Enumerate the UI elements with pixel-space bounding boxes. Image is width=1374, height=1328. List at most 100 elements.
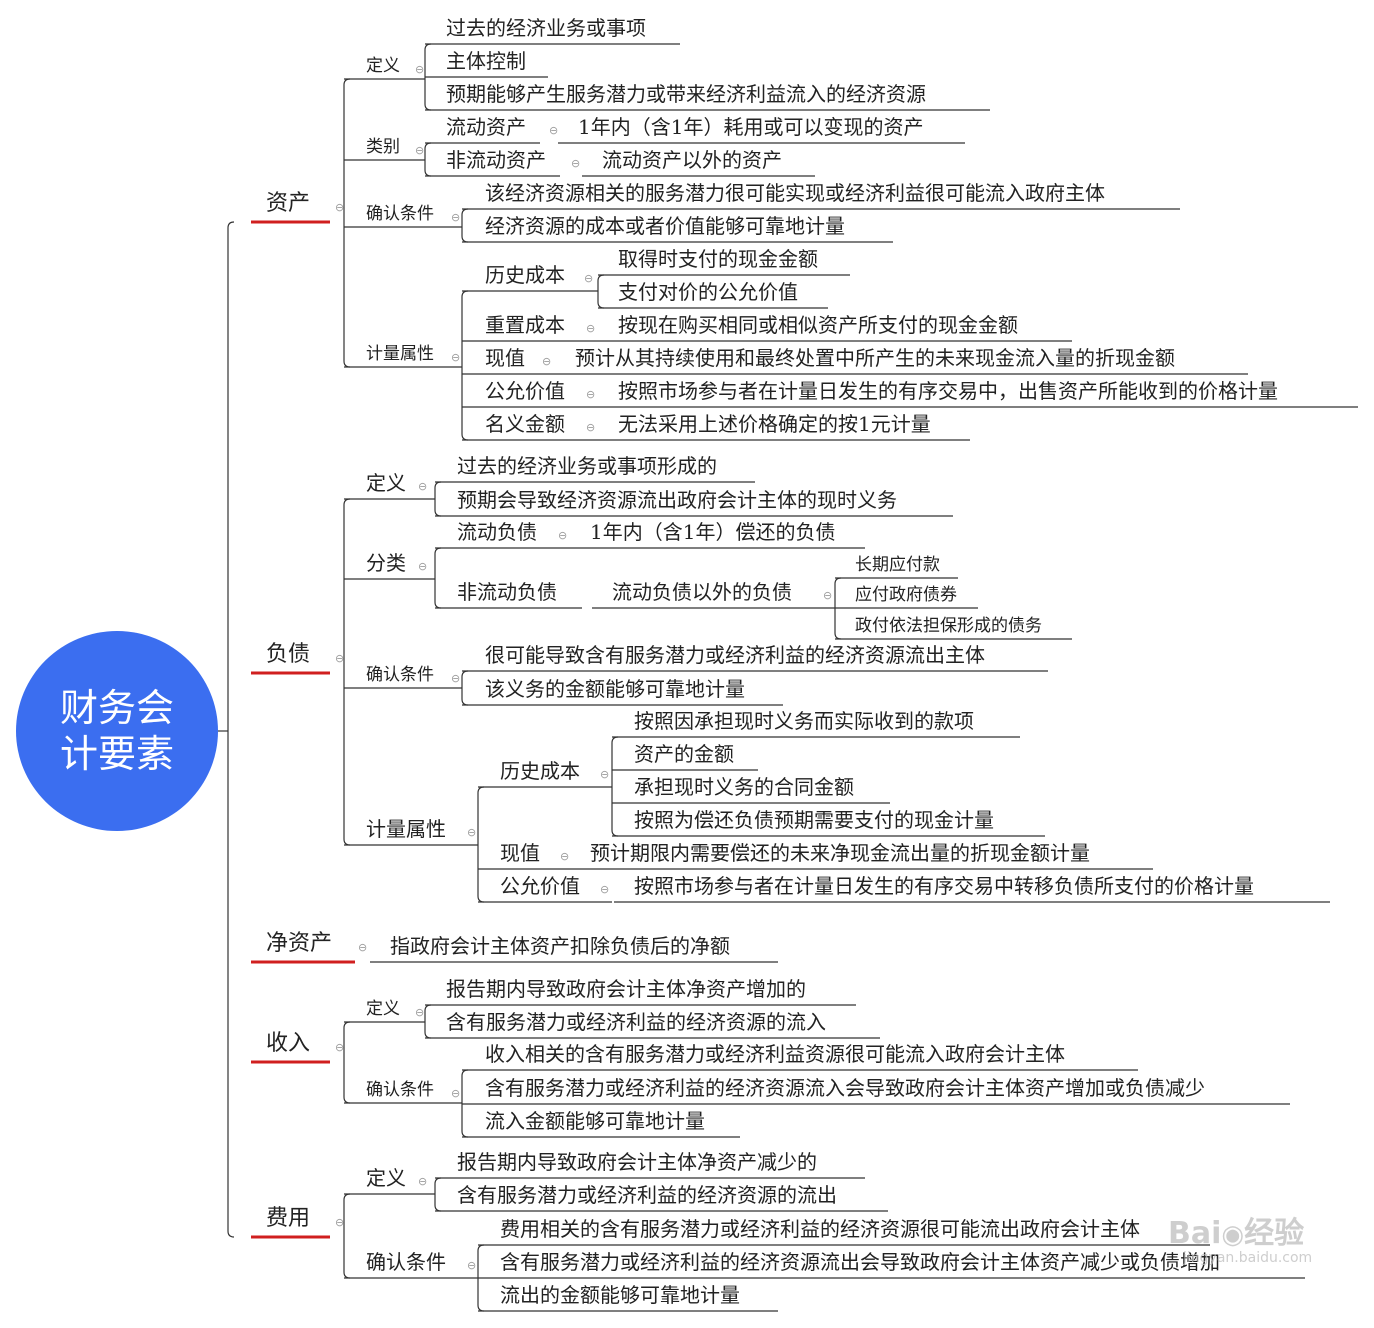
node-liab-rec-2[interactable]: 该义务的金额能够可靠地计量 <box>485 677 745 701</box>
node-exp-def-2[interactable]: 含有服务潜力或经济利益的经济资源的流出 <box>457 1183 837 1207</box>
node-asset-ncur-d[interactable]: 流动资产以外的资产 <box>602 148 782 172</box>
node-liab-hc-1[interactable]: 按照因承担现时义务而实际收到的款项 <box>634 709 974 733</box>
node-asset-nom-d[interactable]: 无法采用上述价格确定的按1元计量 <box>618 412 931 436</box>
node-asset-rc-d[interactable]: 按现在购买相同或相似资产所支付的现金金额 <box>618 313 1018 337</box>
node-inc-rec[interactable]: 确认条件 <box>366 1080 434 1100</box>
collapse-toggle-icon[interactable]: ⊖ <box>451 1087 461 1100</box>
node-exp[interactable]: 费用 <box>266 1206 311 1231</box>
collapse-toggle-icon[interactable]: ⊖ <box>358 941 368 954</box>
node-liab-ncur-d[interactable]: 流动负债以外的负债 <box>612 580 792 604</box>
node-inc-def-2[interactable]: 含有服务潜力或经济利益的经济资源的流入 <box>446 1010 826 1034</box>
collapse-toggle-icon[interactable]: ⊖ <box>451 672 461 685</box>
node-liab[interactable]: 负债 <box>266 642 311 667</box>
collapse-toggle-icon[interactable]: ⊖ <box>571 157 581 170</box>
collapse-toggle-icon[interactable]: ⊖ <box>451 211 461 224</box>
node-asset-pv[interactable]: 现值 <box>485 346 525 370</box>
node-inc-rec-3[interactable]: 流入金额能够可靠地计量 <box>485 1109 705 1133</box>
node-asset-rec[interactable]: 确认条件 <box>366 204 434 224</box>
node-liab-hc-2[interactable]: 资产的金额 <box>634 742 734 766</box>
node-asset-rec-2[interactable]: 经济资源的成本或者价值能够可靠地计量 <box>485 214 845 238</box>
collapse-toggle-icon[interactable]: ⊖ <box>600 883 610 896</box>
node-inc-rec-1[interactable]: 收入相关的含有服务潜力或经济利益资源很可能流入政府会计主体 <box>485 1042 1065 1066</box>
node-asset-fv[interactable]: 公允价值 <box>485 379 565 403</box>
node-asset-hc[interactable]: 历史成本 <box>485 263 565 287</box>
node-asset-ncur[interactable]: 非流动资产 <box>446 148 546 172</box>
node-asset-def-3[interactable]: 预期能够产生服务潜力或带来经济利益流入的经济资源 <box>446 82 926 106</box>
watermark-paw-icon: ◉ <box>1221 1220 1245 1250</box>
node-asset-fv-d[interactable]: 按照市场参与者在计量日发生的有序交易中，出售资产所能收到的价格计量 <box>618 379 1278 403</box>
collapse-toggle-icon[interactable]: ⊖ <box>467 826 477 839</box>
node-inc-rec-2[interactable]: 含有服务潜力或经济利益的经济资源流入会导致政府会计主体资产增加或负债减少 <box>485 1076 1205 1100</box>
branch-spine <box>434 481 442 517</box>
node-liab-nc-1[interactable]: 长期应付款 <box>855 555 940 575</box>
node-liab-ncur[interactable]: 非流动负债 <box>457 580 557 604</box>
node-exp-rec[interactable]: 确认条件 <box>366 1250 446 1274</box>
node-liab-def-2[interactable]: 预期会导致经济资源流出政府会计主体的现时义务 <box>457 488 897 512</box>
collapse-toggle-icon[interactable]: ⊖ <box>586 388 596 401</box>
node-exp-def-1[interactable]: 报告期内导致政府会计主体净资产减少的 <box>457 1150 817 1174</box>
node-asset-cur[interactable]: 流动资产 <box>446 115 526 139</box>
root-node[interactable]: 财务会计要素 <box>16 631 218 831</box>
node-liab-hc-3[interactable]: 承担现时义务的合同金额 <box>634 775 854 799</box>
node-liab-cur[interactable]: 流动负债 <box>457 520 537 544</box>
node-exp-rec-3[interactable]: 流出的金额能够可靠地计量 <box>500 1283 740 1307</box>
collapse-toggle-icon[interactable]: ⊖ <box>418 560 428 573</box>
node-liab-fv[interactable]: 公允价值 <box>500 874 580 898</box>
node-liab-def-1[interactable]: 过去的经济业务或事项形成的 <box>457 454 717 478</box>
node-exp-def[interactable]: 定义 <box>366 1166 406 1190</box>
node-liab-def[interactable]: 定义 <box>366 471 406 495</box>
node-net[interactable]: 净资产 <box>266 931 333 956</box>
collapse-toggle-icon[interactable]: ⊖ <box>586 322 596 335</box>
node-asset-cat[interactable]: 类别 <box>366 137 400 157</box>
node-net-d[interactable]: 指政府会计主体资产扣除负债后的净额 <box>390 934 730 958</box>
node-liab-cls[interactable]: 分类 <box>366 551 406 575</box>
node-asset-mea[interactable]: 计量属性 <box>366 344 434 364</box>
collapse-toggle-icon[interactable]: ⊖ <box>335 1041 345 1054</box>
node-liab-mea[interactable]: 计量属性 <box>366 817 446 841</box>
node-asset-def-2[interactable]: 主体控制 <box>446 49 526 73</box>
node-asset-cur-d[interactable]: 1年内（含1年）耗用或可以变现的资产 <box>578 115 924 139</box>
node-asset-def-1[interactable]: 过去的经济业务或事项 <box>446 16 646 40</box>
node-liab-rec-1[interactable]: 很可能导致含有服务潜力或经济利益的经济资源流出主体 <box>485 643 985 667</box>
node-inc[interactable]: 收入 <box>266 1031 311 1056</box>
collapse-toggle-icon[interactable]: ⊖ <box>542 355 552 368</box>
collapse-toggle-icon[interactable]: ⊖ <box>586 421 596 434</box>
collapse-toggle-icon[interactable]: ⊖ <box>451 351 461 364</box>
collapse-toggle-icon[interactable]: ⊖ <box>467 1259 477 1272</box>
node-liab-pv-d[interactable]: 预计期限内需要偿还的未来净现金流出量的折现金额计量 <box>590 841 1090 865</box>
node-exp-rec-2[interactable]: 含有服务潜力或经济利益的经济资源流出会导致政府会计主体资产减少或负债增加 <box>500 1250 1220 1274</box>
collapse-toggle-icon[interactable]: ⊖ <box>415 144 425 157</box>
collapse-toggle-icon[interactable]: ⊖ <box>335 1216 345 1229</box>
collapse-toggle-icon[interactable]: ⊖ <box>415 63 425 76</box>
collapse-toggle-icon[interactable]: ⊖ <box>549 124 559 137</box>
collapse-toggle-icon[interactable]: ⊖ <box>823 589 833 602</box>
node-liab-hc-4[interactable]: 按照为偿还负债预期需要支付的现金计量 <box>634 808 994 832</box>
collapse-toggle-icon[interactable]: ⊖ <box>335 201 345 214</box>
node-asset-hc-2[interactable]: 支付对价的公允价值 <box>618 280 798 304</box>
collapse-toggle-icon[interactable]: ⊖ <box>560 850 570 863</box>
node-asset[interactable]: 资产 <box>266 191 311 216</box>
node-exp-rec-1[interactable]: 费用相关的含有服务潜力或经济利益的经济资源很可能流出政府会计主体 <box>500 1217 1140 1241</box>
node-liab-rec[interactable]: 确认条件 <box>366 665 434 685</box>
collapse-toggle-icon[interactable]: ⊖ <box>558 529 568 542</box>
node-asset-nom[interactable]: 名义金额 <box>485 412 565 436</box>
collapse-toggle-icon[interactable]: ⊖ <box>584 272 594 285</box>
node-asset-pv-d[interactable]: 预计从其持续使用和最终处置中所产生的未来现金流入量的折现金额 <box>575 346 1175 370</box>
node-liab-cur-d[interactable]: 1年内（含1年）偿还的负债 <box>590 520 836 544</box>
node-liab-fv-d[interactable]: 按照市场参与者在计量日发生的有序交易中转移负债所支付的价格计量 <box>634 874 1254 898</box>
node-liab-nc-3[interactable]: 政付依法担保形成的债务 <box>855 616 1042 636</box>
node-inc-def-1[interactable]: 报告期内导致政府会计主体净资产增加的 <box>446 977 806 1001</box>
node-liab-pv[interactable]: 现值 <box>500 841 540 865</box>
collapse-toggle-icon[interactable]: ⊖ <box>415 1006 425 1019</box>
collapse-toggle-icon[interactable]: ⊖ <box>335 652 345 665</box>
node-liab-nc-2[interactable]: 应付政府债券 <box>855 585 957 605</box>
node-asset-rec-1[interactable]: 该经济资源相关的服务潜力很可能实现或经济利益很可能流入政府主体 <box>485 181 1105 205</box>
collapse-toggle-icon[interactable]: ⊖ <box>418 1175 428 1188</box>
node-asset-hc-1[interactable]: 取得时支付的现金金额 <box>618 247 818 271</box>
node-liab-hc[interactable]: 历史成本 <box>500 759 580 783</box>
node-asset-rc[interactable]: 重置成本 <box>485 313 565 337</box>
node-asset-def[interactable]: 定义 <box>366 56 400 76</box>
collapse-toggle-icon[interactable]: ⊖ <box>418 480 428 493</box>
collapse-toggle-icon[interactable]: ⊖ <box>600 768 610 781</box>
node-inc-def[interactable]: 定义 <box>366 999 400 1019</box>
